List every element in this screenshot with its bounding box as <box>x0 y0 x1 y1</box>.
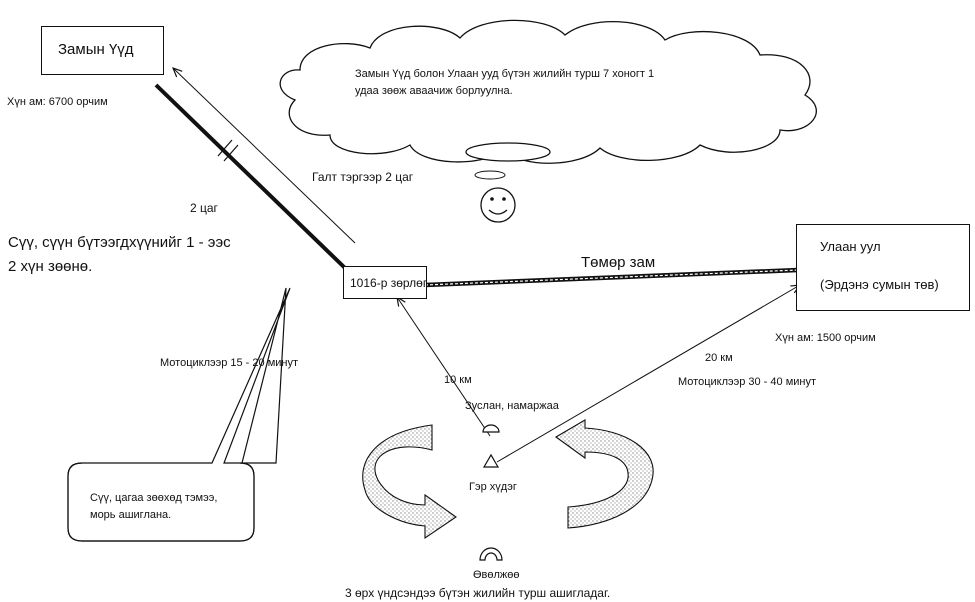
railway-label: Төмөр зам <box>581 254 656 271</box>
arrow-to-station <box>397 297 491 437</box>
railway-line <box>424 267 799 288</box>
milk-note-line1: Сүү, сүүн бүтээгдхүүнийг 1 - ээс <box>8 234 231 251</box>
callout-text-line1: Сүү, цагаа зөөхөд тэмээ, <box>90 492 218 504</box>
train-arrow <box>173 68 356 244</box>
winter-camp-label: Өвөлжөө <box>473 569 520 581</box>
winter-camp-icon <box>479 547 503 561</box>
summer-camp-label: Зуслан, намаржаа <box>465 400 559 412</box>
ulaan-uul-population: Хүн ам: 1500 орчим <box>775 332 876 344</box>
ulaan-uul-label: Улаан уул <box>820 239 881 254</box>
train-time-label: Галт тэргээр 2 цаг <box>312 170 414 184</box>
dist-10-label: 10 км <box>444 374 472 386</box>
cloud-text-line1: Замын Үүд болон Улаан ууд бүтэн жилийн т… <box>355 68 655 80</box>
callout-text-line2: морь ашиглана. <box>90 509 172 521</box>
ulaan-uul-box: Улаан уул (Эрдэнэ сумын төв) <box>796 224 970 311</box>
moto-15-20-label: Мотоциклээр 15 - 20 минут <box>160 357 299 369</box>
moto-30-40-label: Мотоциклээр 30 - 40 минут <box>678 376 817 388</box>
cloud-tail-bubble-small <box>474 170 506 180</box>
cycle-arrow-right <box>554 419 654 529</box>
zamyn-uud-box: Замын Үүд <box>41 26 164 75</box>
milk-note-line2: 2 хүн зөөнө. <box>8 258 93 275</box>
cloud-text-line2: удаа зөөж аваачиж борлуулна. <box>355 85 513 97</box>
ulaan-uul-sublabel: (Эрдэнэ сумын төв) <box>820 277 939 292</box>
callout-bubble <box>67 287 291 542</box>
station-label: 1016-р зөрлөг <box>350 276 428 290</box>
cloud-shape <box>279 19 817 164</box>
cloud-tail-bubble <box>465 142 551 162</box>
herder-tent-icon <box>482 453 500 468</box>
cycle-caption: 3 өрх үндсэндээ бүтэн жилийн турш ашигла… <box>345 586 611 600</box>
summer-camp-icon <box>482 424 500 433</box>
smiley-face-icon <box>480 187 516 223</box>
road-zamyn-uud <box>154 81 348 270</box>
station-box: 1016-р зөрлөг <box>343 266 427 299</box>
zamyn-uud-label: Замын Үүд <box>58 41 134 58</box>
cycle-arrow-left <box>362 424 457 540</box>
dist-20-label: 20 км <box>705 352 733 364</box>
duration-label: 2 цаг <box>190 201 218 215</box>
herder-label: Гэр хүдэг <box>469 481 517 493</box>
zamyn-uud-population: Хүн ам: 6700 орчим <box>7 96 108 108</box>
arrow-to-ulaan-uul <box>496 285 800 463</box>
